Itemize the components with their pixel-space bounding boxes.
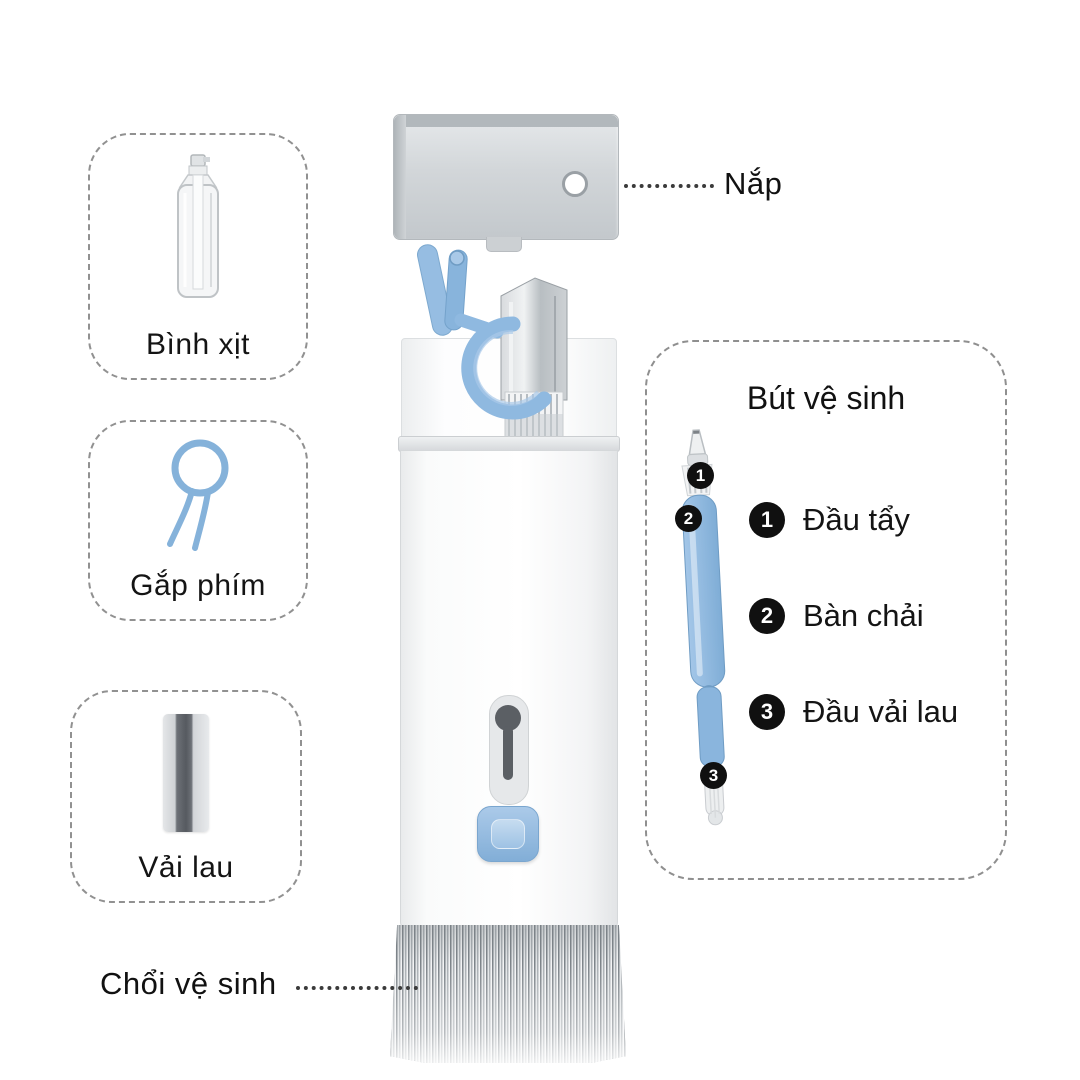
top-tools-image — [417, 244, 568, 439]
callout-keycap-puller: Gắp phím — [88, 420, 308, 621]
legend-label-3: Đầu vải lau — [803, 694, 959, 729]
keycap-puller-image — [167, 439, 229, 551]
spray-bottle-label: Bình xịt — [145, 328, 251, 361]
pen-panel-title: Bút vệ sinh — [746, 380, 906, 416]
cap-label: Nắp — [724, 166, 783, 201]
brush-leader-line — [296, 986, 418, 990]
cap-image — [393, 114, 619, 252]
slider-button-inner — [491, 819, 525, 849]
legend-badge-3: 3 — [749, 694, 785, 730]
pen-marker-2: 2 — [675, 505, 702, 532]
spray-bottle-image — [177, 154, 219, 298]
cloth-image — [163, 714, 209, 832]
slider-button — [477, 806, 539, 862]
legend-label-1: Đầu tẩy — [803, 502, 910, 537]
brush-bristles — [390, 925, 626, 1063]
pen-marker-3: 3 — [700, 762, 727, 789]
cap-leader-line — [624, 184, 714, 188]
keycap-puller-label: Gắp phím — [130, 569, 266, 602]
cap-left-flange — [394, 115, 406, 239]
cap-tab — [486, 237, 522, 252]
callout-spray-bottle: Bình xịt — [88, 133, 308, 380]
legend-label-2: Bàn chải — [803, 598, 924, 633]
cloth-label: Vải lau — [138, 851, 234, 884]
cap-top-edge — [394, 115, 618, 127]
keyhole-stem — [503, 726, 513, 780]
slider-slot — [489, 695, 529, 805]
legend-item: 1 Đầu tẩy — [749, 498, 958, 542]
legend-badge-2: 2 — [749, 598, 785, 634]
pen-legend: 1 Đầu tẩy 2 Bàn chải 3 Đầu vải lau — [749, 498, 958, 734]
pen-panel: Bút vệ sinh — [645, 340, 1007, 880]
pen-marker-1: 1 — [687, 462, 714, 489]
legend-item: 3 Đầu vải lau — [749, 690, 958, 734]
legend-item: 2 Bàn chải — [749, 594, 958, 638]
callout-cloth: Vải lau — [70, 690, 302, 903]
legend-badge-1: 1 — [749, 502, 785, 538]
blue-hook-image — [417, 244, 552, 420]
brush-label: Chổi vệ sinh — [100, 966, 277, 1001]
cap-hole — [562, 171, 588, 197]
